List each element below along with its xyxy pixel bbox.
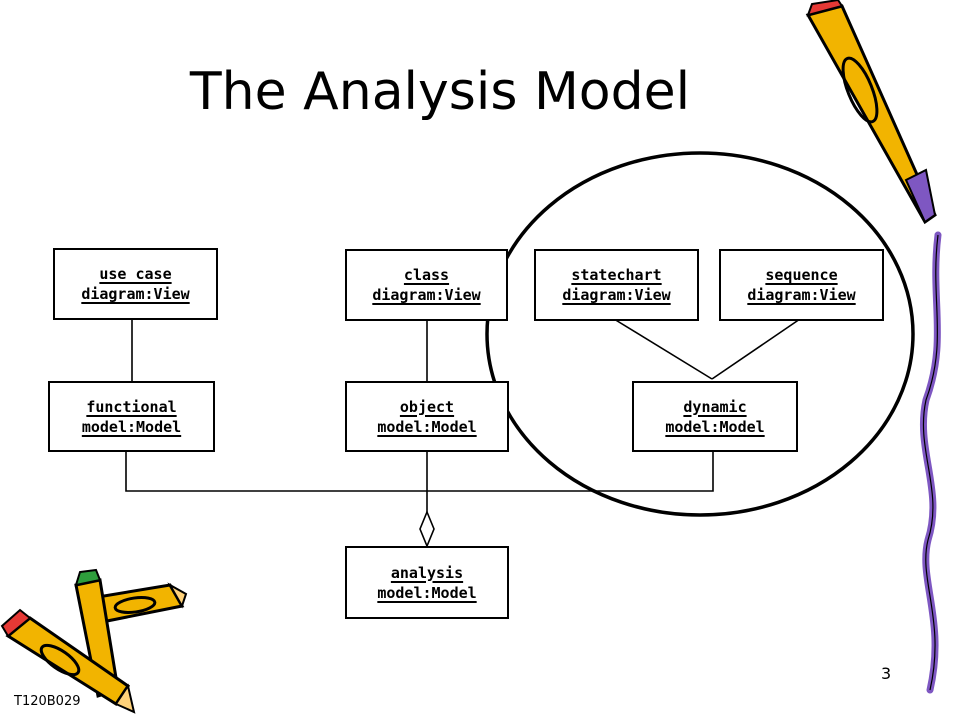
use-case-view-line-2: diagram:View xyxy=(81,285,190,303)
sequence-view-line-2: diagram:View xyxy=(747,286,856,304)
connectors xyxy=(125,318,801,512)
class-view-line-1: class xyxy=(403,266,450,284)
statechart-view-line-2: diagram:View xyxy=(562,286,671,304)
page-number: 3 xyxy=(881,664,892,683)
analysis-model-line-1: analysis xyxy=(390,563,464,582)
sequence-view-line-1: sequence xyxy=(765,266,838,284)
dynamic-model-line-1: dynamic xyxy=(683,397,747,416)
object-model-line-1: object xyxy=(399,397,455,416)
purple-squiggle xyxy=(919,231,942,694)
use-case-view-box: use case diagram:View xyxy=(53,248,218,320)
statechart-to-dynamic-line xyxy=(613,318,713,380)
sequence-view-box: sequence diagram:View xyxy=(719,249,884,321)
analysis-model-line-2: model:Model xyxy=(377,583,477,602)
aggregation-bus-line xyxy=(125,452,714,492)
class-view-box: class diagram:View xyxy=(345,249,508,321)
dynamic-model-line-2: model:Model xyxy=(665,417,765,436)
analysis-model-box: analysis model:Model xyxy=(345,546,509,619)
statechart-view-line-1: statechart xyxy=(571,266,662,284)
use-case-view-line-1: use case xyxy=(99,265,172,283)
statechart-view-box: statechart diagram:View xyxy=(534,249,699,321)
sequence-to-dynamic-line xyxy=(711,318,801,380)
functional-model-box: functional model:Model xyxy=(48,381,215,452)
highlight-circle xyxy=(485,151,915,517)
purple-squiggle-outline xyxy=(922,234,939,691)
functional-model-line-2: model:Model xyxy=(81,417,182,436)
slide-title: The Analysis Model xyxy=(189,62,691,122)
crossed-pencils-icon xyxy=(0,568,188,714)
aggregation-diamond xyxy=(419,509,435,549)
footer-code: T120B029 xyxy=(14,694,81,709)
dynamic-model-box: dynamic model:Model xyxy=(632,381,798,452)
object-model-line-2: model:Model xyxy=(377,417,477,436)
object-model-box: object model:Model xyxy=(345,381,509,452)
pencil-icon xyxy=(805,0,937,225)
class-view-line-2: diagram:View xyxy=(372,286,481,304)
functional-model-line-1: functional xyxy=(86,397,177,416)
